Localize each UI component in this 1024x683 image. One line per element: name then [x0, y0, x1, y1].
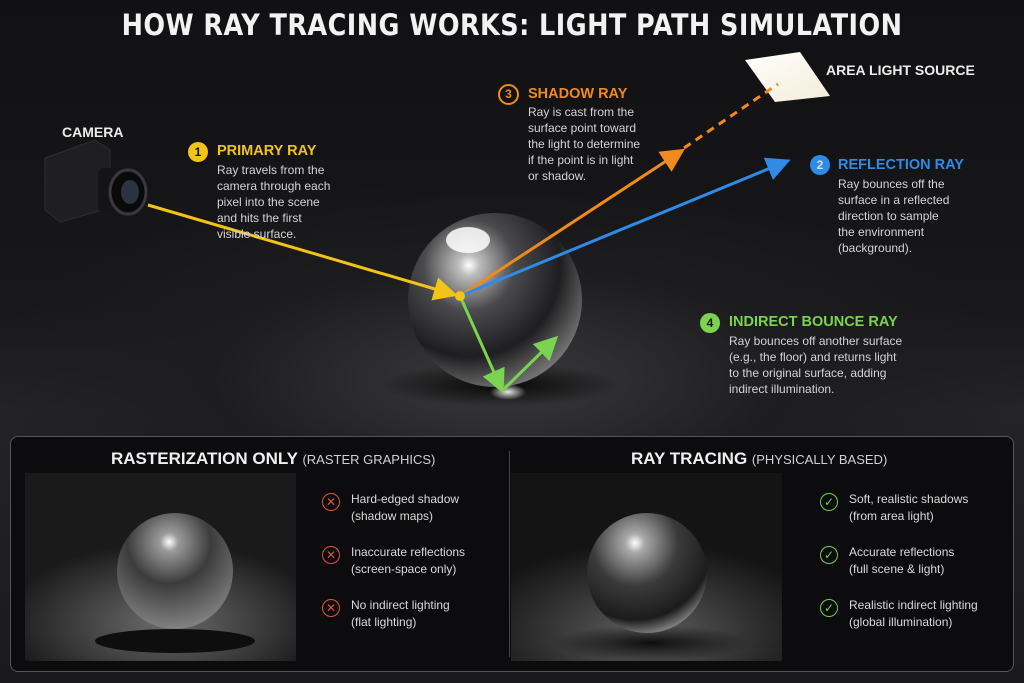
- shadow-ray-dashed: [683, 82, 779, 150]
- indirect-ray-down: [458, 295, 505, 394]
- reflection-ray-badge: 2: [810, 155, 830, 175]
- check-icon: ✓: [820, 546, 838, 564]
- cross-icon: ✕: [322, 546, 340, 564]
- primary-ray-line: [147, 203, 458, 301]
- comparison-panel: RASTERIZATION ONLY (RASTER GRAPHICS) RAY…: [10, 436, 1014, 672]
- raster-subtitle: (RASTER GRAPHICS): [302, 452, 436, 467]
- primary-ray-title: PRIMARY RAY: [217, 143, 317, 159]
- check-icon: ✓: [820, 599, 838, 617]
- reflection-ray-title: REFLECTION RAY: [838, 157, 964, 173]
- check-icon: ✓: [820, 493, 838, 511]
- raytracing-bullet-3: Realistic indirect lighting(global illum…: [849, 598, 978, 629]
- raster-heading: RASTERIZATION ONLY (RASTER GRAPHICS): [111, 449, 435, 469]
- cross-icon: ✕: [322, 493, 340, 511]
- raster-title: RASTERIZATION ONLY: [111, 449, 298, 468]
- page-title: HOW RAY TRACING WORKS: LIGHT PATH SIMULA…: [121, 8, 903, 42]
- raster-bullet-1: Hard-edged shadow(shadow maps): [351, 492, 460, 523]
- shadow-ray-line: [459, 148, 686, 298]
- shadow-ray-badge: 3: [498, 84, 519, 105]
- raytracing-subtitle: (PHYSICALLY BASED): [751, 452, 888, 467]
- shadow-ray-title: SHADOW RAY: [528, 86, 628, 102]
- raster-render-image: [25, 473, 296, 661]
- raytracing-bullet-1: Soft, realistic shadows(from area light): [849, 492, 969, 523]
- indirect-ray-badge: 4: [700, 313, 720, 333]
- hit-point: [455, 291, 465, 301]
- raster-bullet-2: Inaccurate reflections(screen-space only…: [351, 545, 466, 576]
- chrome-sphere: [408, 213, 582, 387]
- indirect-ray-up: [501, 335, 559, 392]
- camera-label: CAMERA: [62, 124, 124, 140]
- primary-ray-badge: 1: [188, 142, 208, 162]
- area-light-label: AREA LIGHT SOURCE: [826, 62, 975, 78]
- raytracing-heading: RAY TRACING (PHYSICALLY BASED): [631, 449, 887, 469]
- reflection-ray-line: [459, 157, 791, 298]
- indirect-ray-desc: Ray bounces off another surface(e.g., th…: [729, 334, 903, 396]
- raytracing-title: RAY TRACING: [631, 449, 748, 468]
- raytraced-render-image: [511, 473, 782, 661]
- indirect-ray-title: INDIRECT BOUNCE RAY: [729, 314, 898, 330]
- camera-icon: [44, 139, 148, 223]
- raytracing-bullet-2: Accurate reflections(full scene & light): [849, 545, 955, 576]
- sphere-highlight: [446, 227, 490, 253]
- cross-icon: ✕: [322, 599, 340, 617]
- raster-bullet-3: No indirect lighting(flat lighting): [351, 598, 450, 629]
- panel-divider: [509, 451, 510, 657]
- area-light-panel: [745, 52, 830, 102]
